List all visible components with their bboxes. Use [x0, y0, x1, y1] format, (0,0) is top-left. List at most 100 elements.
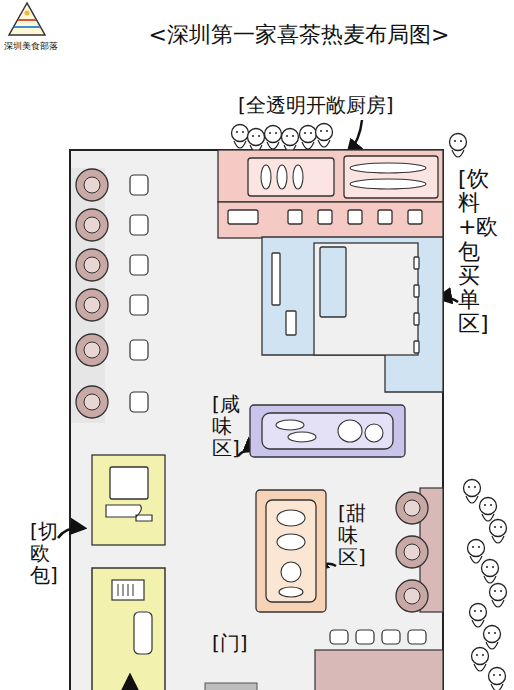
- person: [248, 129, 265, 153]
- person: [265, 126, 282, 150]
- counter-item: [228, 210, 258, 224]
- stool-seat: [404, 544, 420, 560]
- order-counter-shape: [262, 237, 443, 392]
- person: [482, 560, 499, 584]
- bread-icon: [365, 424, 383, 442]
- person: [316, 124, 333, 148]
- bread-icon: [277, 510, 305, 526]
- area-shape: [92, 455, 165, 545]
- shelf-mark: [414, 341, 419, 353]
- chair: [130, 255, 148, 275]
- stool-seat: [84, 342, 100, 358]
- counter-item: [348, 210, 362, 224]
- bread-icon: [350, 179, 426, 189]
- area-label: [饮料+欧包买单区]: [458, 167, 480, 336]
- bread-icon: [277, 165, 287, 189]
- bread-icon: [261, 165, 271, 189]
- area-shape: [250, 405, 405, 457]
- logo-text: 深圳美食部落: [4, 40, 58, 53]
- person: [464, 480, 481, 504]
- stool: [76, 209, 108, 241]
- bread-icon: [338, 420, 362, 442]
- stool-seat: [84, 177, 100, 193]
- stool: [76, 249, 108, 281]
- bread-icon: [281, 562, 301, 582]
- bread-icon: [350, 163, 426, 173]
- person: [300, 126, 317, 150]
- display-rack: [272, 253, 280, 305]
- stool: [396, 492, 428, 524]
- chair: [130, 215, 148, 235]
- stool: [396, 580, 428, 612]
- scale-icon: [112, 580, 144, 600]
- staff-area: [314, 243, 418, 355]
- stool-seat: [84, 297, 100, 313]
- stool: [76, 169, 108, 201]
- leader-arrows: [58, 120, 458, 689]
- salty-tray: [262, 413, 393, 449]
- person: [468, 540, 485, 564]
- area-shape: [262, 237, 443, 392]
- stool: [76, 386, 108, 418]
- fridge: [320, 247, 346, 317]
- counter: [315, 650, 443, 690]
- person: [490, 520, 507, 544]
- area-box: [全透明开敞厨房]: [218, 150, 443, 238]
- shelf-mark: [414, 313, 419, 325]
- person: [480, 498, 497, 522]
- area-box: [切欧包]: [92, 455, 165, 545]
- area-label: [全透明开敞厨房]: [238, 92, 394, 119]
- stool: [76, 334, 108, 366]
- stool-seat: [84, 217, 100, 233]
- store-outline: [70, 150, 443, 690]
- stool: [76, 289, 108, 321]
- person: [490, 584, 507, 608]
- bread-icon: [288, 432, 316, 442]
- door-label: [门]: [212, 630, 248, 657]
- counter-item: [288, 210, 302, 224]
- stool-seat: [84, 257, 100, 273]
- sweet-tray: [266, 500, 316, 602]
- chair: [130, 175, 148, 195]
- stool-seat: [404, 500, 420, 516]
- kitchen-shape: [218, 150, 443, 202]
- bread-board: [134, 612, 152, 654]
- counter-item: [378, 210, 392, 224]
- knife-icon: [106, 505, 152, 521]
- area-label: [甜味区]: [338, 502, 358, 568]
- counter-item: [318, 210, 332, 224]
- salty-table: [250, 405, 405, 457]
- chair: [330, 630, 348, 644]
- chair: [382, 630, 400, 644]
- person: [232, 125, 249, 149]
- person: [450, 134, 467, 158]
- bread-icon: [279, 587, 303, 597]
- area-shape: [256, 490, 326, 612]
- person: [484, 626, 501, 650]
- person: [472, 648, 489, 672]
- stool: [396, 536, 428, 568]
- bread-slicer: [110, 467, 148, 499]
- stool-seat: [404, 588, 420, 604]
- area-box: [饮料+欧包买单区]: [262, 237, 443, 392]
- bread-icon: [277, 534, 305, 550]
- shelf-mark: [414, 257, 419, 269]
- area-label: [咸味区]: [212, 393, 232, 459]
- scale-marks: [118, 584, 133, 596]
- bread-icon: [276, 420, 304, 430]
- area-label: [切欧包]: [30, 520, 50, 586]
- area-shape: [218, 150, 443, 238]
- door: [205, 683, 257, 690]
- shelf-mark: [414, 285, 419, 297]
- person: [282, 129, 299, 153]
- cash-register: [286, 311, 296, 335]
- logo: [9, 3, 45, 35]
- cutting-table: [92, 568, 165, 690]
- counter-item: [408, 210, 422, 224]
- chair: [356, 630, 374, 644]
- kitchen-counter: [218, 202, 443, 238]
- oven: [248, 158, 334, 196]
- chair: [408, 630, 426, 644]
- bread-icon: [293, 165, 303, 189]
